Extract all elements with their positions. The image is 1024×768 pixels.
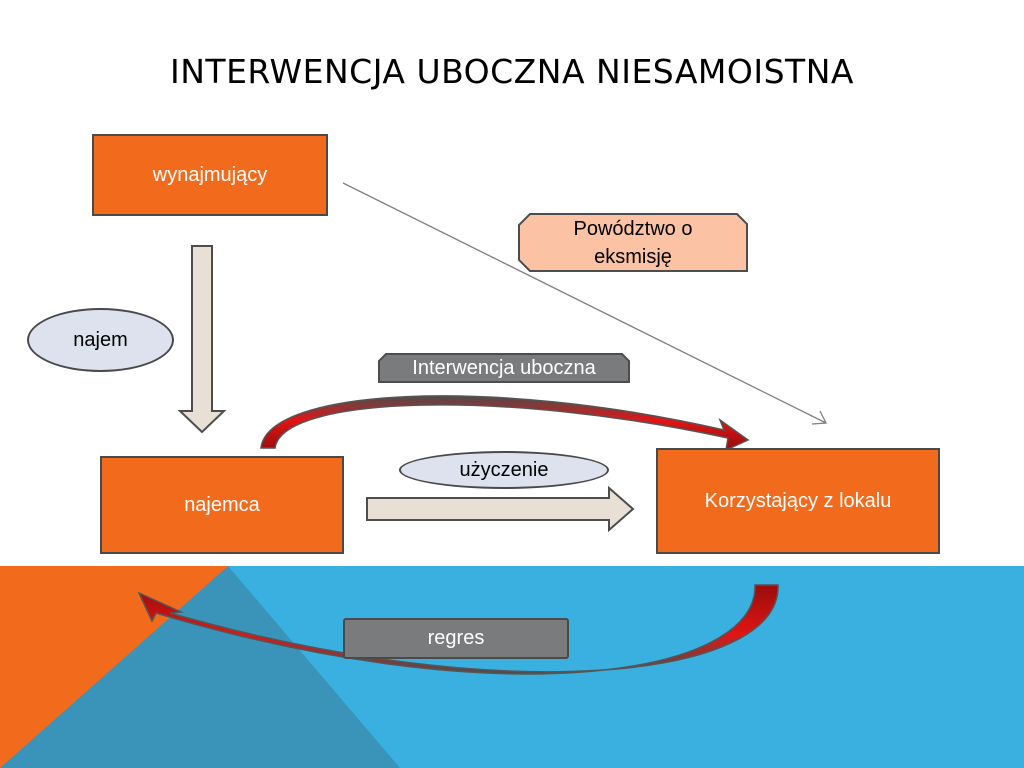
uzyczenie-oval: użyczenie bbox=[399, 451, 609, 489]
eviction-line-arrowhead bbox=[811, 410, 828, 425]
node-najemca: najemca bbox=[100, 456, 344, 554]
powodztwo-line-2: eksmisję bbox=[594, 245, 672, 268]
interwencja-label: Interwencja uboczna bbox=[412, 357, 596, 379]
eviction-line bbox=[342, 182, 827, 424]
regres-label: regres bbox=[343, 618, 569, 659]
najem-block-arrow bbox=[177, 245, 227, 434]
node-wynajmujacy: wynajmujący bbox=[92, 134, 328, 216]
regres-curved-arrow bbox=[137, 584, 779, 675]
powodztwo-note-shape bbox=[518, 213, 748, 272]
slide-title: INTERWENCJA UBOCZNA NIESAMOISTNA bbox=[170, 52, 854, 91]
najem-oval: najem bbox=[27, 308, 174, 372]
node-korzystajacy: Korzystający z lokalu bbox=[656, 448, 940, 554]
band-dark-triangle bbox=[0, 566, 400, 768]
powodztwo-note: Powództwo o eksmisję bbox=[519, 214, 747, 271]
powodztwo-line-1: Powództwo o bbox=[573, 217, 693, 240]
interwencja-curved-arrow bbox=[260, 395, 750, 452]
interwencja-label-shape bbox=[378, 353, 630, 383]
uzyczenie-block-arrow bbox=[366, 485, 635, 533]
